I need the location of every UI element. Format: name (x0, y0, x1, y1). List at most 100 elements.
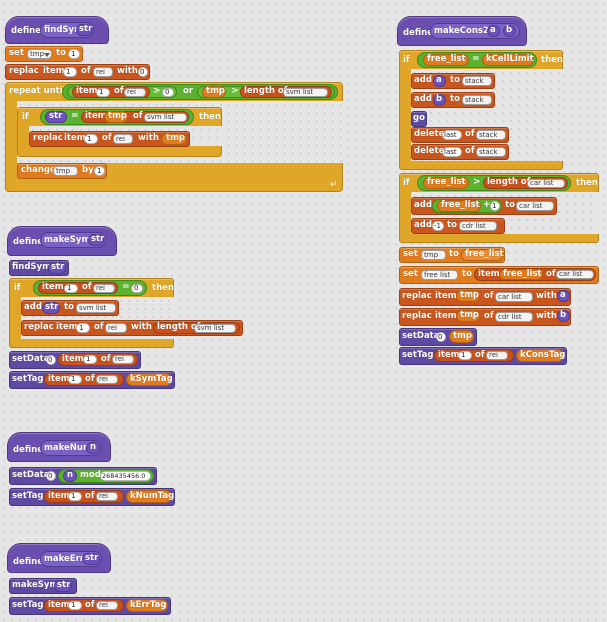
param-a[interactable] (487, 25, 500, 37)
list-dropdown[interactable] (96, 492, 118, 501)
free-list-reporter[interactable] (423, 177, 469, 189)
list-dropdown[interactable] (93, 67, 113, 77)
list-dropdown[interactable] (527, 179, 565, 188)
list-dropdown[interactable] (462, 76, 492, 86)
value-input[interactable] (131, 284, 143, 293)
list-dropdown[interactable] (113, 134, 133, 144)
param-str[interactable] (45, 111, 67, 123)
value-input[interactable] (138, 67, 148, 77)
list-dropdown[interactable] (93, 284, 115, 293)
param-str[interactable] (48, 262, 66, 274)
tag-reporter[interactable] (126, 373, 172, 386)
list-dropdown[interactable] (144, 113, 187, 122)
var-dropdown-tmp[interactable] (27, 49, 52, 59)
index-input[interactable] (458, 351, 472, 360)
list-dropdown[interactable] (476, 147, 506, 157)
list-dropdown[interactable] (495, 292, 533, 302)
list-dropdown[interactable] (516, 201, 554, 211)
tmp-reporter[interactable] (449, 330, 474, 343)
var-dropdown-free-list[interactable] (421, 270, 458, 280)
replace-item-block[interactable] (29, 131, 190, 147)
var-dropdown-tmp[interactable] (421, 250, 446, 260)
index-input[interactable] (76, 323, 90, 333)
value-text: 0 (140, 68, 145, 76)
value-input[interactable] (100, 471, 151, 481)
value-input[interactable] (68, 49, 80, 59)
value-input[interactable] (490, 201, 500, 211)
list-dropdown[interactable] (556, 270, 594, 279)
list-dropdown[interactable] (476, 130, 506, 140)
param-n[interactable] (63, 470, 77, 482)
list-dropdown[interactable] (459, 221, 497, 231)
value-input[interactable] (46, 471, 56, 481)
list-dropdown[interactable] (124, 88, 146, 97)
list-dropdown[interactable] (96, 601, 118, 610)
tmp-reporter[interactable] (161, 133, 187, 145)
param-b[interactable] (503, 25, 516, 37)
index-input[interactable] (442, 147, 462, 157)
tmp-name: tmp (166, 133, 186, 143)
index-input[interactable] (84, 134, 98, 144)
tag-reporter[interactable] (516, 349, 564, 362)
index-input[interactable] (68, 492, 82, 501)
value-input[interactable] (46, 355, 56, 365)
with-label: with (536, 291, 557, 301)
item-label: item (438, 350, 460, 360)
param-b[interactable] (557, 310, 570, 322)
tmp-reporter[interactable] (456, 290, 480, 302)
value-input[interactable] (94, 166, 105, 176)
value-input[interactable] (436, 332, 446, 342)
param-str[interactable] (88, 234, 104, 246)
free-list-reporter[interactable] (499, 269, 543, 280)
index-input[interactable] (68, 375, 82, 384)
free-list-reporter[interactable] (423, 54, 469, 66)
param-a[interactable] (433, 75, 446, 87)
value-text: 0 (48, 472, 53, 480)
list-dropdown[interactable] (112, 355, 134, 364)
param-str[interactable] (42, 302, 60, 314)
index-input[interactable] (63, 67, 77, 77)
free-list-reporter[interactable] (461, 249, 503, 261)
index-input[interactable] (83, 355, 97, 364)
value-input[interactable] (162, 88, 174, 97)
free-list-reporter[interactable] (437, 200, 481, 212)
index-input[interactable] (442, 130, 462, 140)
index-input[interactable] (64, 284, 78, 293)
list-dropdown[interactable] (76, 303, 116, 313)
replace-item-block[interactable] (5, 64, 150, 80)
index-input[interactable] (96, 88, 110, 97)
param-b[interactable] (433, 94, 446, 106)
tag-name: kSymTag (130, 374, 173, 384)
index-input[interactable] (68, 601, 82, 610)
list-dropdown[interactable] (462, 95, 492, 105)
tmp-reporter[interactable] (104, 111, 128, 123)
param-label: b (436, 94, 443, 104)
list-dropdown[interactable] (495, 312, 533, 322)
go-call-block[interactable] (411, 111, 427, 127)
param-str[interactable] (54, 580, 72, 592)
list-dropdown[interactable] (283, 88, 328, 97)
tmp-reporter[interactable] (456, 310, 480, 322)
of-label: of (133, 111, 143, 121)
index-text: 1 (79, 324, 84, 332)
list-name: rei (99, 492, 108, 500)
param-a[interactable] (557, 290, 570, 302)
param-str[interactable] (76, 24, 92, 36)
list-dropdown[interactable] (105, 323, 127, 333)
param-label: n (67, 470, 74, 480)
param-str[interactable] (82, 553, 100, 565)
tmp-reporter[interactable] (202, 86, 226, 98)
cell-limit-reporter[interactable] (482, 54, 534, 66)
tag-reporter[interactable] (126, 599, 168, 612)
var-name: free list (424, 271, 451, 279)
param-str-label: str (91, 234, 105, 244)
var-dropdown-tmp[interactable] (53, 166, 78, 176)
value-input[interactable] (432, 221, 444, 231)
list-dropdown[interactable] (194, 324, 236, 333)
param-n[interactable] (86, 442, 100, 454)
add-label: add (414, 200, 432, 210)
tag-reporter[interactable] (126, 490, 172, 503)
list-dropdown[interactable] (96, 375, 118, 384)
list-dropdown[interactable] (486, 351, 508, 360)
